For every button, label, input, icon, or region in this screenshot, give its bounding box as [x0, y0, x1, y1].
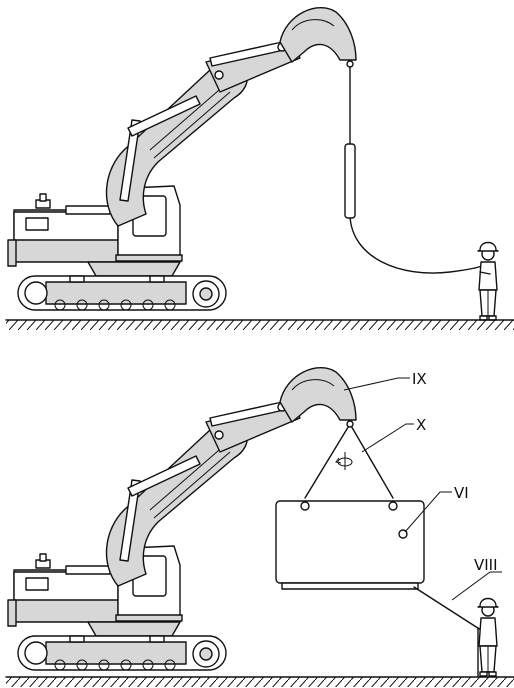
- worker-top: [477, 241, 499, 321]
- leader-bucket: [343, 377, 410, 391]
- label-tag-line: VIII: [474, 556, 498, 574]
- leader-tag-line: [451, 571, 502, 601]
- worker-bottom: [477, 597, 499, 677]
- bottom-scene: IX X VI VIII: [5, 366, 514, 687]
- sling: [304, 420, 394, 499]
- label-load: VI: [454, 484, 469, 502]
- label-bucket: IX: [412, 370, 427, 388]
- leader-sling: [361, 423, 414, 453]
- suspended-load: [275, 500, 425, 590]
- leader-load: [404, 491, 452, 533]
- top-scene: [5, 6, 514, 330]
- label-sling: X: [416, 416, 426, 434]
- rope-thimble: [344, 143, 356, 219]
- excavator-top: [7, 6, 357, 311]
- ground-hatch-bottom: [6, 677, 514, 687]
- tag-line: [413, 586, 485, 633]
- ground-hatch-top: [6, 320, 514, 330]
- slack-rope: [349, 61, 483, 274]
